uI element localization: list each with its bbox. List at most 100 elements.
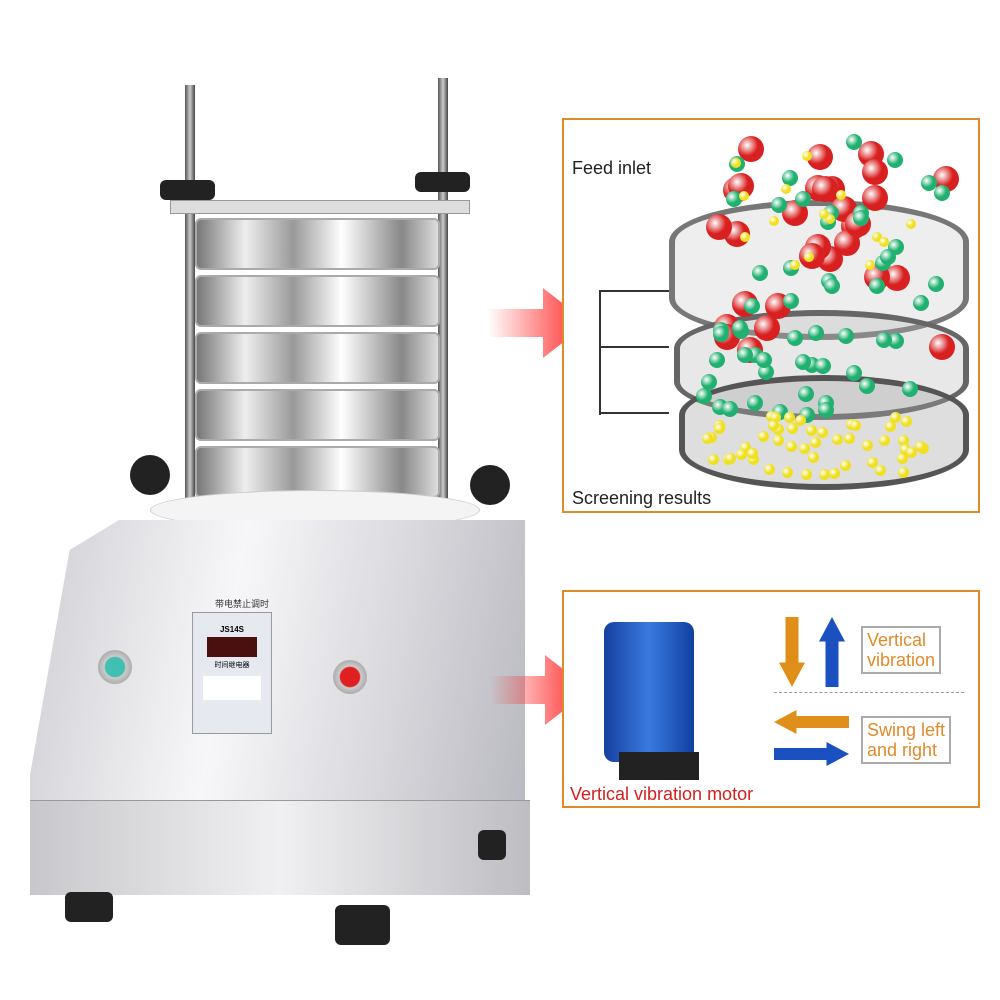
- screening-results-label: Screening results: [572, 488, 712, 508]
- particle: [921, 174, 938, 191]
- particle: [753, 315, 780, 342]
- divider: [774, 692, 964, 693]
- particle: [902, 381, 919, 397]
- side-left-knob: [130, 455, 170, 495]
- panel-title: 带电禁止调时: [215, 599, 270, 609]
- arrow-left-icon: [774, 710, 849, 734]
- particle: [879, 248, 896, 265]
- particle: [831, 433, 843, 445]
- particle: [769, 216, 780, 227]
- particle: [853, 209, 870, 226]
- particle: [770, 411, 782, 423]
- start-button[interactable]: [98, 650, 132, 684]
- particle: [789, 259, 800, 270]
- particle: [819, 469, 831, 481]
- particle: [825, 213, 836, 224]
- particle: [702, 433, 714, 445]
- arrow-down-icon: [779, 617, 805, 687]
- particle: [786, 440, 798, 452]
- particle: [695, 388, 712, 405]
- particle: [861, 158, 888, 185]
- particle: [811, 175, 838, 202]
- particle: [764, 464, 776, 476]
- top-clamp-bar: [170, 200, 470, 214]
- foot: [335, 905, 390, 945]
- particle: [782, 292, 799, 309]
- device-name: 时间继电器: [214, 662, 250, 669]
- particle: [787, 423, 799, 435]
- arrow-up-icon: [819, 617, 845, 687]
- particle: [818, 401, 835, 418]
- particle: [736, 449, 748, 461]
- particle: [844, 433, 856, 445]
- particle: [755, 352, 772, 369]
- right-rod: [438, 78, 448, 508]
- particle: [782, 170, 799, 187]
- particle: [721, 400, 738, 417]
- particle: [840, 459, 852, 471]
- particle: [700, 374, 717, 391]
- particle: [746, 394, 763, 411]
- side-right-knob: [470, 465, 510, 505]
- particle: [743, 298, 760, 315]
- particle: [817, 426, 829, 438]
- pointer-arrow: [599, 290, 669, 292]
- vertical-line-1: Vertical: [867, 630, 927, 650]
- particle: [798, 443, 810, 455]
- sieve-layer: [195, 389, 440, 441]
- particle: [786, 329, 803, 346]
- particle: [878, 434, 890, 446]
- left-rod: [185, 85, 195, 505]
- particle: [803, 252, 814, 263]
- particle: [747, 454, 759, 466]
- particle: [707, 454, 719, 466]
- timer-relay: JS14S 时间继电器: [192, 612, 272, 734]
- particle: [906, 219, 917, 230]
- sieve-layer: [195, 275, 440, 327]
- lower-base: [30, 800, 530, 895]
- swing-line-2: and right: [867, 740, 938, 760]
- model-label: JS14S: [219, 625, 245, 634]
- dial-switches[interactable]: [203, 676, 261, 700]
- bracket-line: [599, 290, 601, 415]
- particle: [849, 420, 861, 432]
- particle: [897, 434, 909, 446]
- particle: [802, 151, 813, 162]
- particle: [780, 183, 791, 194]
- particle: [912, 294, 929, 311]
- particle: [864, 260, 875, 271]
- particle: [731, 158, 742, 169]
- particle: [713, 422, 725, 434]
- particle: [767, 419, 779, 431]
- particle: [731, 320, 748, 337]
- particle: [862, 439, 874, 451]
- particle: [846, 364, 863, 381]
- particle: [879, 236, 890, 247]
- particle: [740, 441, 752, 453]
- particle: [875, 332, 892, 349]
- particle: [815, 357, 832, 374]
- particle: [797, 386, 814, 403]
- timer-display: [207, 637, 257, 657]
- particle: [740, 232, 751, 243]
- stop-button[interactable]: [333, 660, 367, 694]
- motor-caption: Vertical vibration motor: [570, 784, 754, 804]
- particle: [757, 431, 769, 443]
- particle: [858, 377, 875, 394]
- particle: [805, 425, 817, 437]
- foot: [65, 892, 113, 922]
- particle: [872, 232, 883, 242]
- particle: [829, 467, 841, 479]
- particle: [934, 185, 951, 202]
- motor-base: [619, 752, 699, 780]
- particle: [889, 411, 901, 423]
- particle: [795, 190, 812, 207]
- particle: [927, 276, 944, 293]
- particle: [884, 420, 896, 432]
- particle: [795, 353, 812, 370]
- particle: [783, 411, 795, 423]
- screening-panel: Feed inlet Screening results: [562, 118, 980, 513]
